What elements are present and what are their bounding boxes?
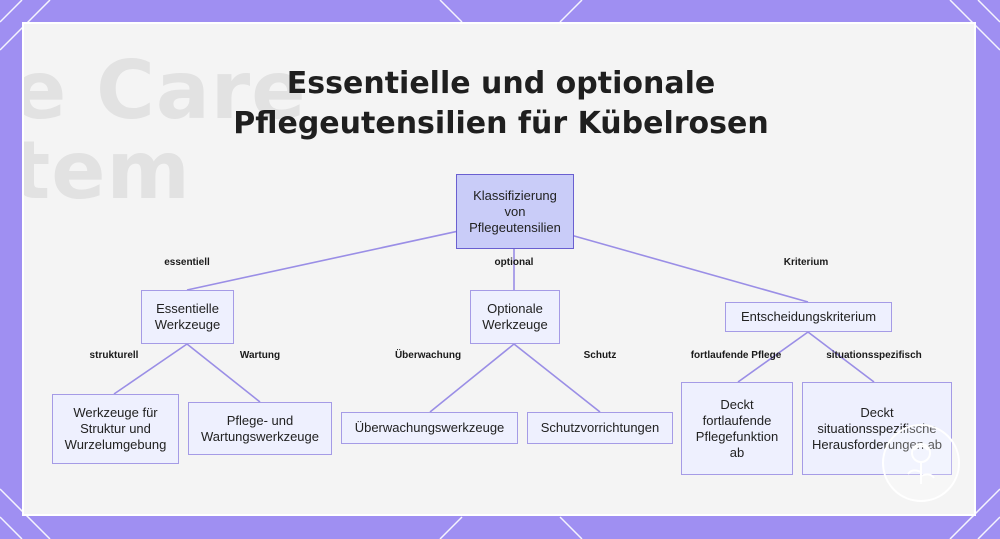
node-root[interactable]: Klassifizierung von Pflegeutensilien [456,174,574,249]
edge-label-fortlaufend: fortlaufende Pflege [691,350,782,361]
edge-label-strukturell: strukturell [90,350,139,361]
node-maintenance-tools[interactable]: Pflege- und Wartungswerkzeuge [188,402,332,455]
node-optional-tools[interactable]: Optionale Werkzeuge [470,290,560,344]
node-monitoring-tools[interactable]: Überwachungswerkzeuge [341,412,518,444]
diagram-card: e Care tem Essentielle und optionale Pfl… [22,22,976,516]
edge-label-kriterium: Kriterium [784,257,828,268]
edge-label-essentiell: essentiell [164,257,210,268]
node-ongoing-care[interactable]: Deckt fortlaufende Pflegefunktion ab [681,382,793,475]
rose-logo-icon [882,424,960,502]
node-structure-tools[interactable]: Werkzeuge für Struktur und Wurzelumgebun… [52,394,179,464]
edge-label-wartung: Wartung [240,350,280,361]
edge-label-schutz: Schutz [584,350,617,361]
edge-label-optional: optional [495,257,534,268]
node-essential-tools[interactable]: Essentielle Werkzeuge [141,290,234,344]
node-decision-criterion[interactable]: Entscheidungskriterium [725,302,892,332]
node-protection-devices[interactable]: Schutzvorrichtungen [527,412,673,444]
edge-label-situativ: situationsspezifisch [826,350,922,361]
edge-label-ueberwachung: Überwachung [395,350,461,361]
